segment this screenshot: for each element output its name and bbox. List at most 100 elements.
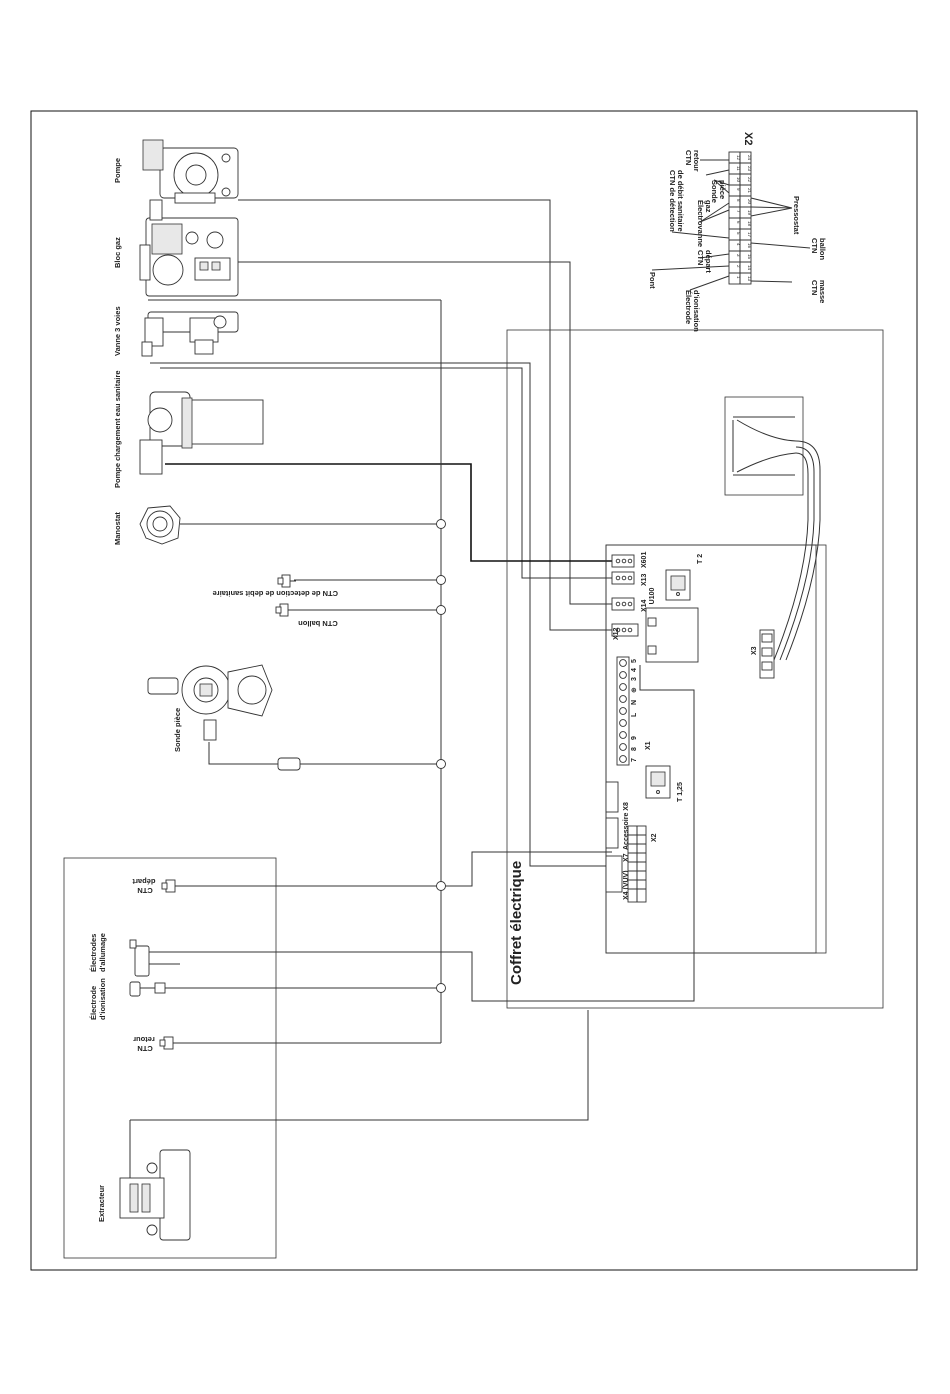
pompe-label: Pompe	[113, 158, 122, 183]
ctn-retour-label: CTN retour	[133, 1035, 155, 1053]
x2-pin-number: 19	[747, 210, 752, 216]
transformer-box	[724, 396, 804, 496]
t2-fuse	[665, 569, 691, 601]
x2-pin-number: 23	[747, 166, 752, 172]
x2-legend: X2 24 12 11 23 10 22 9 21 8 20 7 19 6 18	[648, 132, 827, 332]
electrodes-allumage-component	[129, 939, 180, 977]
x1-terminal-label: 3	[631, 677, 638, 681]
junction-node	[436, 983, 446, 993]
electrodes-allumage-label: Électrodes d'allumage	[89, 932, 107, 972]
x2-label-ctn-detection: CTN de détection de débit sanitaire	[668, 170, 685, 234]
x2-pin-rows	[729, 162, 751, 274]
x1-terminal-label: 5	[631, 659, 638, 663]
x2-pin-number: 5	[736, 232, 741, 235]
x2-label-ctn-retour: CTN retour	[684, 150, 701, 172]
x2-pin-number: 20	[747, 199, 752, 205]
ctn-ballon-component	[275, 603, 294, 617]
vanne-3-voies-label: Vanne 3 voies	[113, 306, 122, 356]
x2-pin-number: 21	[747, 188, 752, 194]
x1-terminal-label: 8	[631, 747, 638, 751]
pompe-chargement-label: Pompe chargement eau sanitaire	[113, 370, 122, 488]
x2-pin-number: 2	[736, 265, 741, 268]
x2-label-pont: Pont	[648, 272, 657, 289]
x13-label: X13	[641, 573, 648, 586]
manostat-label: Manostat	[113, 512, 122, 545]
junction-node	[436, 519, 446, 529]
ctn-ballon-label: CTN ballon	[298, 619, 338, 628]
x2-pin-number: 24	[747, 155, 752, 161]
x2-label-ctn-masse: CTN masse	[810, 280, 827, 303]
coffret-board-inner	[605, 544, 817, 954]
x1-terminal-label: 7	[631, 758, 638, 762]
x1-terminal-label: L	[631, 712, 638, 717]
coffret-title: Coffret électrique	[508, 861, 525, 985]
outer-frame	[30, 110, 918, 1271]
x2-pin-number: 15	[747, 254, 752, 260]
junction-node	[436, 881, 446, 891]
x1-terminal-label: 9	[631, 736, 638, 740]
x2-pin-number: 3	[736, 254, 741, 257]
x1-label: X1	[645, 741, 652, 750]
ctn-depart-component	[161, 879, 182, 893]
junction-nodes	[436, 519, 446, 993]
sonde-piece-label: Sonde pièce	[173, 708, 182, 752]
x2-label-sonde-piece: Sonde pièce	[710, 180, 727, 205]
x3-label: X3	[751, 646, 758, 655]
x13-connector	[611, 571, 635, 585]
x601-connector	[611, 554, 635, 568]
x1-terminal-label: ⊕	[631, 687, 638, 693]
x2-label-ctn-ballon: CTN ballon	[810, 238, 827, 261]
x2-pin-number: 22	[747, 177, 752, 183]
x3-connector	[759, 629, 775, 679]
x7-connector	[605, 817, 619, 849]
x601-label: X601	[641, 552, 648, 568]
x2-pin-number: 11	[736, 166, 741, 171]
x12-connector	[611, 623, 639, 637]
t125-fuse	[645, 765, 671, 799]
junction-node	[436, 605, 446, 615]
x2-pin-number: 18	[747, 221, 752, 227]
x2-label-pressostat: Pressostat	[792, 196, 801, 235]
ctn-detection-label: CTN de detection de debit sanitaire	[213, 589, 338, 598]
x7-label: X7	[623, 853, 630, 862]
junction-node	[436, 575, 446, 585]
x2-label-electrovanne: Électrovanne gaz	[696, 200, 713, 249]
x12-label: X12	[613, 627, 620, 640]
burner-box	[63, 857, 277, 1259]
x1-terminal-labels: 7 8 9 L N ⊕ 3 4 5	[631, 659, 638, 762]
x2-legend-title: X2	[742, 132, 754, 145]
sonde-piece-component	[147, 664, 273, 741]
manostat-component	[139, 505, 181, 545]
x2-pin-number: 13	[747, 276, 752, 282]
ctn-retour-component	[159, 1036, 180, 1050]
x2-pin-number: 12	[736, 155, 741, 161]
electrode-ionisation-label: Électrode d'ionisation	[89, 978, 107, 1020]
x2-pin-number: 10	[736, 177, 741, 183]
x2-label-ctn-depart: CTN départ	[696, 250, 713, 273]
electrode-ionisation-component	[129, 981, 180, 997]
x8-connector	[605, 781, 619, 813]
x4-label: X4 (VUV)	[623, 870, 630, 900]
x4-connector	[605, 855, 623, 893]
x1-terminal-label: 4	[631, 668, 638, 672]
x14-label: X14	[641, 599, 648, 612]
junction-node	[436, 759, 446, 769]
x8-label: Accessoire X8	[623, 802, 630, 850]
extracteur-label: Extracteur	[97, 1185, 106, 1222]
x2-pin-number: 1	[736, 276, 741, 279]
ctn-depart-label: CTN départ	[132, 877, 155, 895]
u100-relay	[645, 607, 699, 663]
x2-pin-number: 8	[736, 199, 741, 202]
x2-board-label: X2	[651, 833, 658, 842]
x1-terminal-strip	[616, 656, 630, 766]
x2-board-connector	[627, 825, 647, 903]
ctn-detection-component	[277, 574, 296, 588]
bloc-gaz-component	[139, 199, 239, 297]
x1-terminal-label: N	[631, 700, 638, 705]
pompe-component	[142, 139, 239, 204]
t125-label: T 1,25	[677, 782, 684, 802]
pompe-chargement-component	[139, 391, 264, 475]
x2-pin-number: 9	[736, 188, 741, 191]
x2-pin-number: 6	[736, 221, 741, 224]
